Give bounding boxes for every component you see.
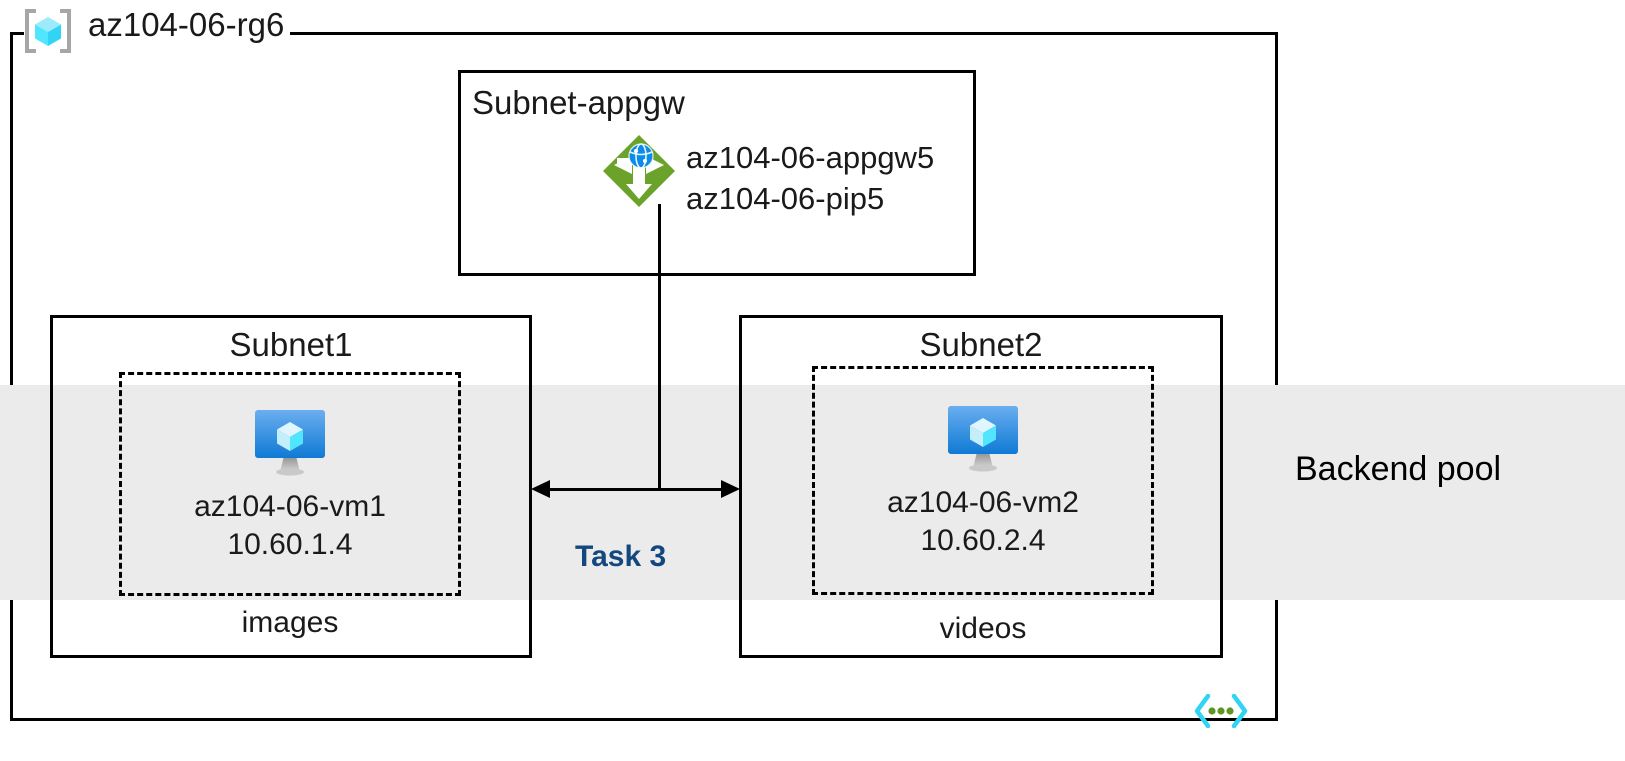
subnet2-dashed-group	[812, 366, 1154, 595]
subnet1-footer-label: images	[241, 606, 339, 639]
resource-group-border-top-left	[10, 32, 24, 35]
subnet2-box	[739, 315, 1223, 658]
subnet2-title: Subnet2	[919, 326, 1043, 363]
vm2-block: az104-06-vm2 10.60.2.4	[812, 400, 1154, 561]
public-ip-name: az104-06-pip5	[686, 180, 885, 216]
resource-group-border-top-right	[290, 32, 1278, 35]
application-gateway-labels: az104-06-appgw5 az104-06-pip5	[686, 138, 934, 220]
virtual-machine-icon	[250, 404, 330, 480]
application-gateway-icon	[600, 132, 678, 210]
resource-group-icon	[22, 5, 74, 57]
subnet-appgw-title: Subnet-appgw	[472, 84, 685, 121]
subnet1-box	[50, 315, 532, 658]
subnet-horizontal-connector	[536, 488, 734, 491]
subnet1-dashed-group	[119, 372, 461, 596]
subnet-appgw-box	[458, 70, 976, 276]
appgw-name: az104-06-appgw5	[686, 140, 935, 175]
arrowhead-left-icon	[531, 480, 550, 498]
resource-group-title: az104-06-rg6	[88, 6, 285, 43]
virtual-machine-icon	[943, 400, 1023, 476]
vm2-name: az104-06-vm2	[887, 486, 1079, 519]
resource-group-border-right	[1275, 32, 1278, 721]
arrowhead-right-icon	[721, 480, 740, 498]
virtual-network-icon	[1194, 693, 1248, 729]
appgw-vertical-connector	[658, 204, 661, 490]
subnet2-footer-label: videos	[939, 612, 1027, 645]
vm1-block: az104-06-vm1 10.60.1.4	[119, 404, 461, 565]
vm1-name: az104-06-vm1	[194, 490, 386, 523]
resource-group-border-bottom	[10, 718, 1278, 721]
resource-group-border-left	[10, 32, 13, 721]
backend-pool-label: Backend pool	[1295, 450, 1502, 488]
task-label: Task 3	[575, 540, 667, 573]
vm1-ip: 10.60.1.4	[227, 528, 353, 562]
vm2-ip: 10.60.2.4	[920, 524, 1046, 558]
subnet1-title: Subnet1	[229, 326, 353, 363]
